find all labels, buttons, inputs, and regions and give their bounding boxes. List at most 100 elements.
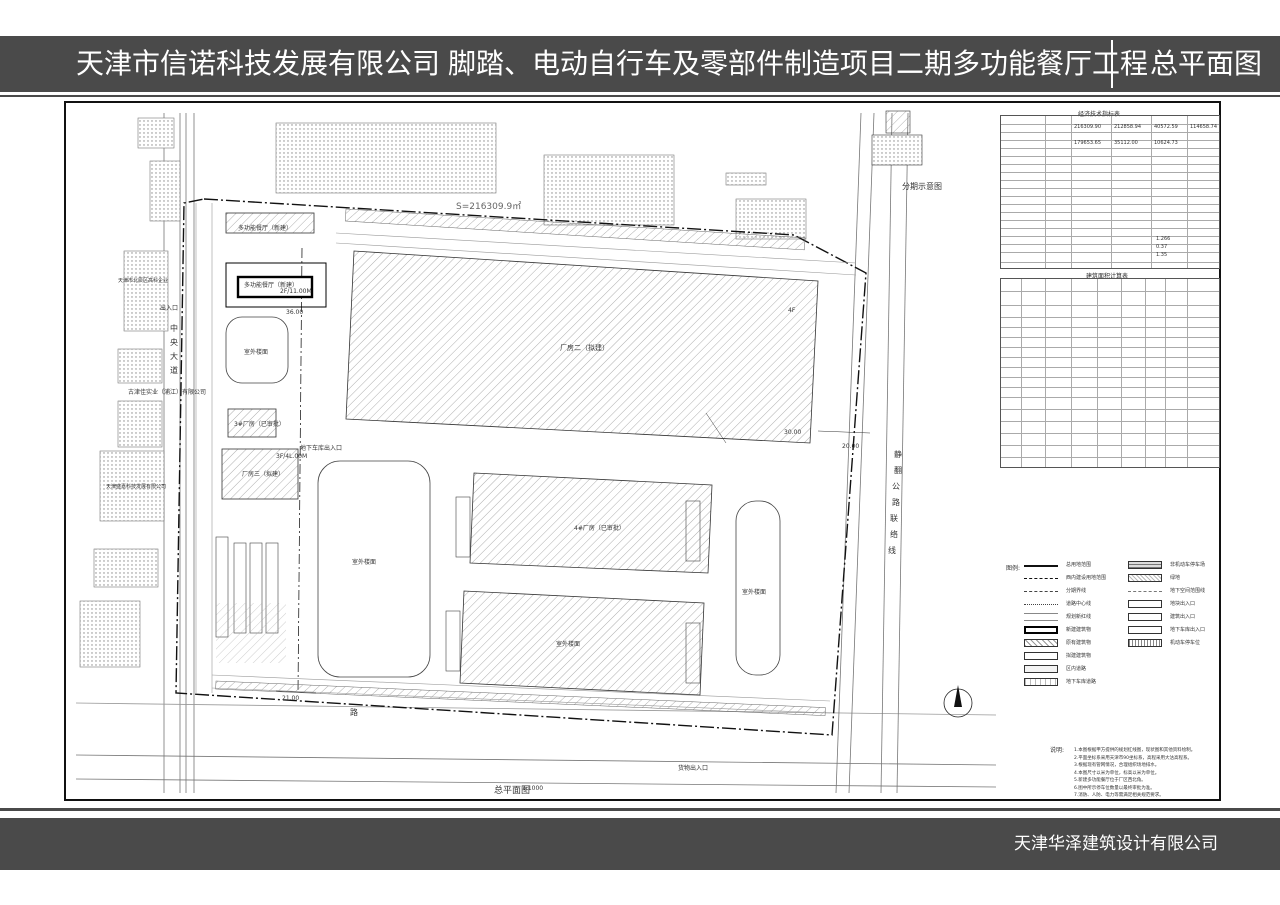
legend-item: 地下车库出入口 <box>1128 626 1228 635</box>
road-east-1: 静 <box>894 450 902 459</box>
entrance-label-3: 货物出入口 <box>678 765 709 772</box>
phase-line <box>297 247 303 694</box>
legend-swatch <box>1024 652 1058 660</box>
legend-item: 非机动车停车场 <box>1128 561 1228 570</box>
court3-text: 室外楼面 <box>742 589 767 596</box>
legend-item: 道路中心线 <box>1024 600 1124 609</box>
title-divider <box>1111 40 1113 88</box>
south-greenbelt <box>215 680 826 716</box>
legend-item: 分期界线 <box>1024 587 1124 596</box>
dimension-3: 21.00 <box>282 695 300 702</box>
footer-rule <box>0 808 1280 811</box>
legend-label: 地下车库出入口 <box>1170 627 1206 633</box>
legend-label: 西内建设用地范围 <box>1066 575 1107 581</box>
road-east-6: 络 <box>890 530 898 539</box>
title-underline <box>0 95 1280 97</box>
legend-item: 地下空间范围线 <box>1128 587 1228 596</box>
legend-label: 拟建建筑物 <box>1066 653 1092 659</box>
legend-item: 原有建筑物 <box>1024 639 1124 648</box>
legend-item: 新建建筑物 <box>1024 626 1124 635</box>
canteen-label: 多功能餐厅（新建） <box>244 282 299 289</box>
tech-table <box>1000 115 1220 269</box>
neighbor-2: 古津佳实业（浦江）有限公司 <box>128 389 207 396</box>
workshop4-building <box>459 590 705 696</box>
roads <box>75 112 996 794</box>
footer-bar: 天津华泽建筑设计有限公司 <box>0 818 1280 870</box>
legend-swatch <box>1024 591 1058 593</box>
court1-text: 室外楼面 <box>244 349 269 356</box>
canteen-note: 2F/11.00M <box>280 288 312 295</box>
dorm-building <box>225 212 315 234</box>
project-name: 脚踏、电动自行车及零部件制造项目二期多功能餐厅工程 <box>448 47 1149 80</box>
road-west-4: 道 <box>170 366 178 375</box>
legend-swatch <box>1128 574 1162 582</box>
designer-name: 天津华泽建筑设计有限公司 <box>1014 834 1218 854</box>
tech-value-4: 114658.74 <box>1190 124 1218 130</box>
road-east-5: 联 <box>890 514 898 523</box>
legend-label: 区内道路 <box>1066 666 1087 672</box>
legend-label: 地下车库道路 <box>1066 679 1097 685</box>
road-east-3: 公 <box>892 482 900 491</box>
road-east-2: 翻 <box>894 466 902 475</box>
road-east-7: 线 <box>888 546 896 555</box>
legend-item: 建筑出入口 <box>1128 613 1228 622</box>
road-west-2: 央 <box>170 338 178 347</box>
road-south: 路 <box>350 708 358 717</box>
plan-caption: 总平面图 <box>494 786 531 796</box>
note-line: 4.本图尺寸以米为单位，标高以米为单位。 <box>1074 770 1160 776</box>
factory1-note: 4F <box>788 307 796 314</box>
legend-swatch <box>1024 626 1058 634</box>
dimension-lines <box>275 412 871 694</box>
title-bar: 天津市信诺科技发展有限公司 脚踏、电动自行车及零部件制造项目二期多功能餐厅工程 … <box>0 36 1280 92</box>
legend-label: 原有建筑物 <box>1066 640 1092 646</box>
dorm-label: 多功能餐厅（新建） <box>238 225 293 232</box>
court-2 <box>317 460 431 678</box>
canteen-building <box>236 275 314 299</box>
tech-value-8: 1.266 <box>1156 236 1171 242</box>
area-table-title: 建筑面积计算表 <box>1086 273 1129 280</box>
parking-area <box>215 496 701 684</box>
entrance-label-1: 出入口 <box>160 305 179 312</box>
legend-item: 总用地范围 <box>1024 561 1124 570</box>
legend-swatch <box>1024 639 1058 647</box>
factory3-building <box>227 408 277 438</box>
road-west-3: 大 <box>170 352 178 361</box>
legend-label: 道路中心线 <box>1066 601 1092 607</box>
legend-swatch <box>1024 613 1058 621</box>
neighbor-buildings <box>79 117 807 668</box>
north-greenbelt <box>344 208 806 251</box>
road-west-1: 中 <box>170 324 178 333</box>
neighbor-1: 天津市北辰区高科企业 <box>118 278 169 284</box>
key-plan-label: 分期示意图 <box>902 182 942 191</box>
note-line: 2.平面坐标系采用天津市90坐标系，高程采用大沽高程系。 <box>1074 755 1193 761</box>
company-name: 天津市信诺科技发展有限公司 <box>76 47 441 80</box>
legend-item: 区内道路 <box>1024 665 1124 674</box>
court-1 <box>225 316 289 384</box>
note-line: 7.消防、人防、电力等需满足相关规范要求。 <box>1074 793 1164 798</box>
legend-label: 总用地范围 <box>1066 562 1092 568</box>
dimension-2: 20.00 <box>842 443 860 450</box>
tech-table-title: 经济技术指标表 <box>1078 111 1121 118</box>
notes-title: 说明: <box>1050 747 1065 754</box>
legend-swatch <box>1024 665 1058 673</box>
legend-swatch <box>1024 565 1058 567</box>
factory1-building <box>345 250 819 444</box>
tech-value-1: 216309.90 <box>1074 124 1102 130</box>
legend-title: 图例: <box>1006 565 1021 572</box>
workshop3-label: 4#厂房（已审批） <box>574 525 625 532</box>
legend-label: 新建建筑物 <box>1066 627 1092 633</box>
legend-label: 绿地 <box>1170 575 1181 581</box>
tech-value-10: 1.35 <box>1156 252 1168 258</box>
workshop3-building <box>469 472 713 574</box>
legend-label: 机动车停车位 <box>1170 640 1201 646</box>
factory2-note: 3F/4L.00M <box>276 453 308 460</box>
dimension-1: 30.00 <box>784 429 802 436</box>
legend-label: 地块出入口 <box>1170 601 1196 607</box>
canteen-outline <box>225 262 327 308</box>
area-table <box>1000 278 1220 468</box>
legend-swatch <box>1024 678 1058 686</box>
factory3-label: 3#厂房（已审批） <box>234 421 285 428</box>
note-line: 5.新建多功能餐厅位于厂区西北角。 <box>1074 778 1146 783</box>
drawing-title: 总平面图 <box>1150 47 1263 80</box>
legend-item: 机动车停车位 <box>1128 639 1228 648</box>
